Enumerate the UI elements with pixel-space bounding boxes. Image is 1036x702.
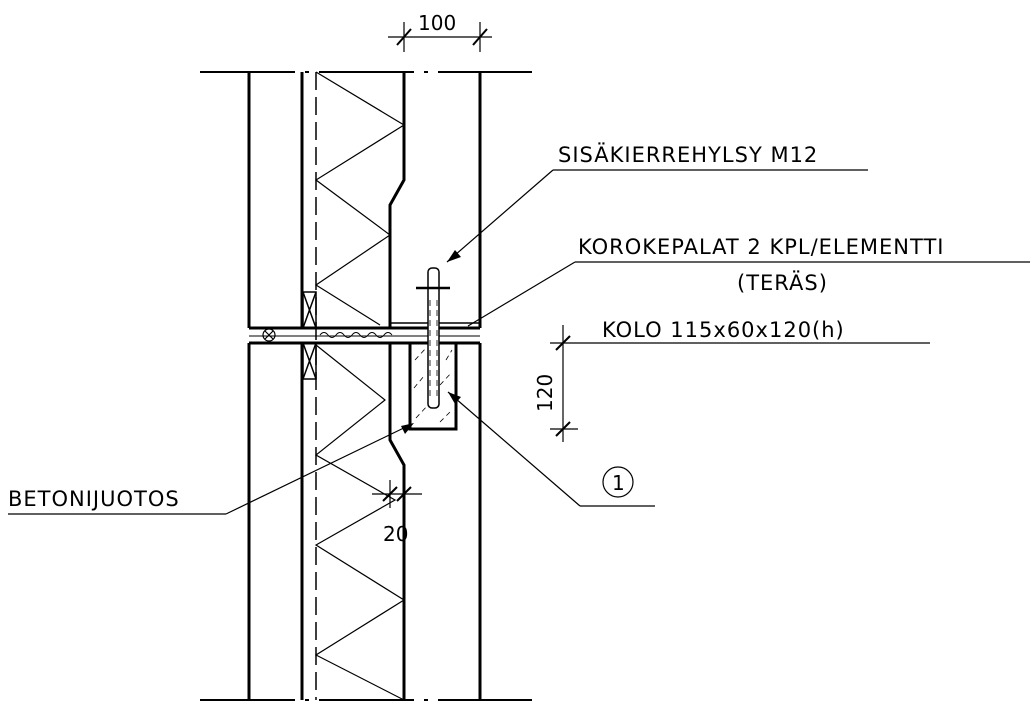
insert-label: SISÄKIERREHYLSY M12 — [558, 142, 818, 167]
pocket-label: KOLO 115x60x120(h) — [602, 318, 845, 342]
insert-leader-arrow — [447, 250, 461, 262]
joint-insulation-loops — [319, 332, 393, 338]
detail-ref-label: 1 — [612, 471, 625, 495]
joint-label: BETONIJUOTOS — [8, 487, 180, 511]
joint-leader — [8, 423, 413, 515]
horizontal-joint — [249, 322, 480, 345]
detail-ref-leader — [447, 391, 655, 507]
break-lines — [200, 71, 532, 701]
dimension-20-label: 20 — [383, 522, 408, 546]
wood-battens — [302, 291, 317, 380]
joint-leader-arrow — [401, 423, 414, 434]
inner-wythe-face — [388, 72, 406, 700]
dimension-100 — [388, 22, 492, 52]
outer-wythe — [247, 72, 304, 700]
dimension-120-label: 120 — [533, 374, 557, 412]
backer-rod-symbol — [262, 328, 276, 342]
shims-leader — [467, 261, 1030, 327]
insulation-zigzag — [314, 71, 406, 701]
shims-label: KOROKEPALAT 2 KPL/ELEMENTTI — [578, 235, 944, 259]
dimension-120 — [550, 325, 578, 442]
insert-leader — [446, 169, 868, 263]
dimension-100-label: 100 — [418, 11, 456, 35]
pocket-concrete-hatch — [413, 347, 453, 423]
detail-ref-leader-arrow — [448, 392, 461, 404]
threaded-insert — [416, 267, 450, 409]
dimension-20 — [372, 480, 422, 508]
shims-material-label: (TERÄS) — [737, 270, 828, 295]
detail-ref-circle — [602, 466, 634, 498]
